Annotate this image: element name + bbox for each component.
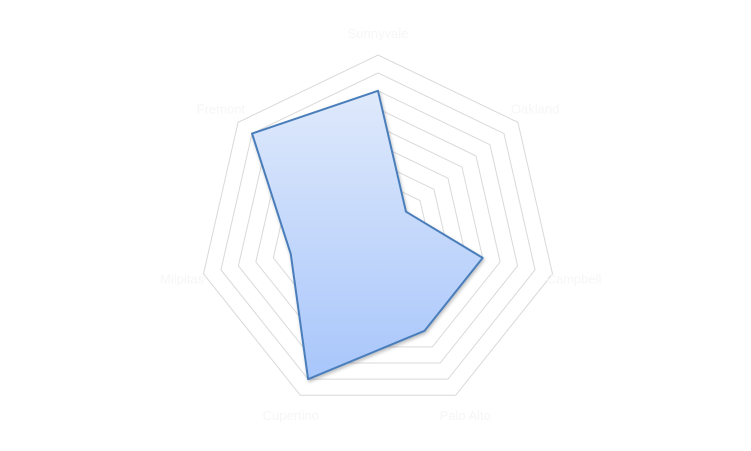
axis-label-3: Palo Alto (440, 408, 491, 423)
axis-label-4: Cupertino (263, 408, 319, 423)
axis-label-1: Oakland (511, 102, 559, 117)
axis-label-5: Milpitas (160, 272, 205, 287)
axis-label-0: Sunnyvale (348, 26, 409, 41)
grid-ring-9 (220, 72, 536, 380)
series-area-0 (251, 89, 484, 381)
axis-label-2: Campbell (546, 272, 601, 287)
axis-label-6: Fremont (197, 102, 246, 117)
series-group (251, 89, 484, 381)
grid-ring-10 (202, 54, 554, 396)
